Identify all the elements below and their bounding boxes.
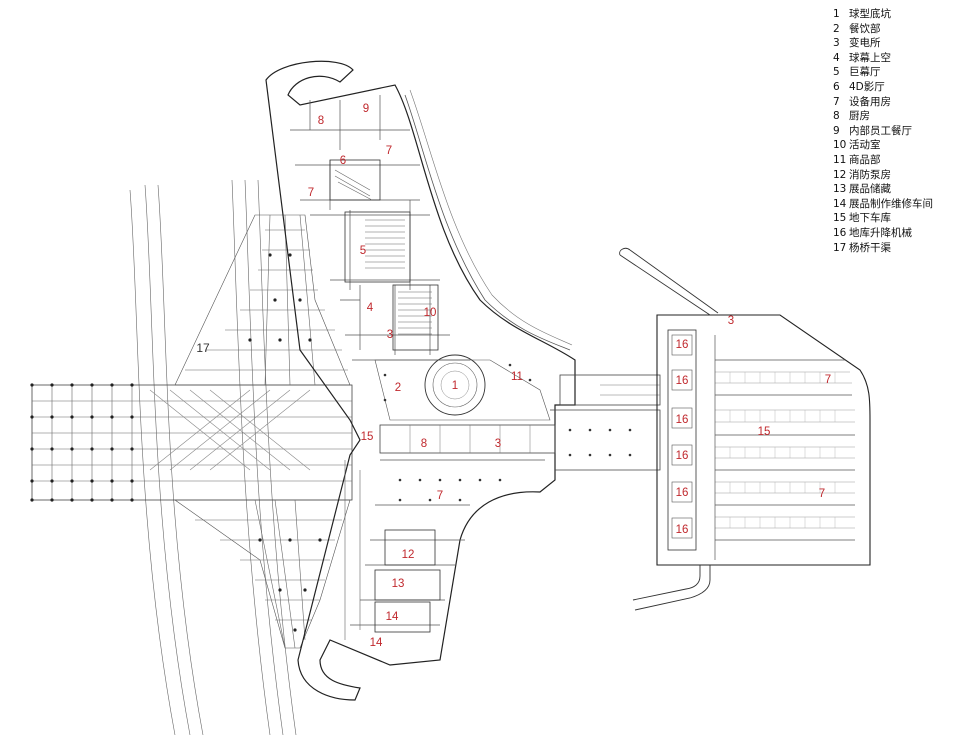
label-17: 17 [196,341,210,355]
label-7-a: 7 [386,145,392,157]
label-10: 10 [424,307,437,319]
label-16-e: 16 [676,487,689,499]
label-7-b: 7 [308,187,314,199]
label-3-a: 3 [387,329,393,341]
label-16-b: 16 [676,375,689,387]
label-1: 1 [452,380,458,392]
label-13: 13 [392,578,405,590]
label-7-d: 7 [825,374,831,386]
canal-grid-nodes [30,253,322,632]
label-15-a: 15 [361,431,374,443]
canal-grid [31,179,353,736]
label-16-f: 16 [676,524,689,536]
label-4: 4 [367,302,374,314]
label-12: 12 [402,549,415,561]
parking-stall-lines [729,372,836,528]
label-3-c: 3 [728,315,734,327]
label-6: 6 [340,155,346,167]
label-14-b: 14 [370,637,383,649]
label-11: 11 [511,371,523,383]
label-2: 2 [395,382,401,394]
structural-columns [383,363,632,502]
label-5: 5 [360,245,366,257]
label-8-b: 8 [421,438,427,450]
label-16-a: 16 [676,339,689,351]
label-16-c: 16 [676,414,689,426]
garage [619,247,871,611]
label-16-d: 16 [676,450,689,462]
label-7-e: 7 [819,488,825,500]
label-8-a: 8 [318,115,324,127]
main-building [265,60,661,701]
label-3-b: 3 [495,438,501,450]
label-9: 9 [363,103,369,115]
label-15-b: 15 [758,426,771,438]
room-labels: 1 2 3 3 3 4 5 6 7 7 7 7 7 8 8 9 10 11 12… [196,103,831,649]
label-7-c: 7 [437,490,443,502]
label-14-a: 14 [386,611,399,623]
